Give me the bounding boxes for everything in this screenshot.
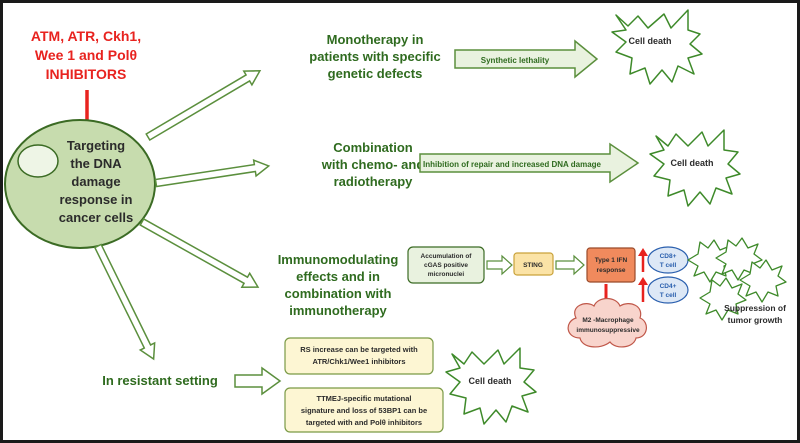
cell-line-1: Targeting: [67, 138, 125, 153]
arrow-accum-to-sting: [486, 254, 513, 276]
mono-outcome: Cell death: [628, 36, 671, 46]
resistant-outcome: Cell death: [468, 376, 511, 386]
inhibition-repair-arrow: [419, 142, 640, 184]
cell-line-3: damage: [71, 174, 120, 189]
tumor-cluster-icon: [687, 237, 787, 321]
dead-cell-mono-icon: [611, 9, 703, 85]
combo-line-1: Combination: [333, 140, 412, 155]
ifn-box: [586, 247, 636, 283]
ttmej-box-line-3: targeted with and Polθ inhibitors: [306, 418, 422, 427]
immuno-line-1: Immunomodulating: [278, 252, 399, 267]
inhibition-repair-label: Inhibition of repair and increased DNA d…: [423, 160, 602, 169]
dead-cell-resistant-icon: [445, 347, 537, 425]
macro-line-2: immunosuppressive: [576, 327, 640, 334]
ifn-line-1: Type 1 IFN: [595, 257, 628, 264]
increase-cd4-arrow-icon: [638, 277, 648, 302]
cd8-line-1: CD8+: [660, 253, 677, 260]
inhibitors-line-1: ATM, ATR, Ckh1,: [31, 28, 141, 44]
cd8-line-2: T cell: [660, 262, 677, 269]
increase-cd8-arrow-icon: [638, 248, 648, 272]
combo-line-2: with chemo- and: [321, 157, 425, 172]
mono-line-1: Monotherapy in: [327, 32, 424, 47]
accum-line-2: cGAS positive: [424, 262, 468, 269]
ttmej-box-line-1: TTMEJ-specific mutational: [316, 394, 411, 403]
accum-line-1: Accumulation of: [421, 253, 473, 260]
ttmej-box: [284, 387, 444, 433]
accumulation-box: [407, 246, 485, 284]
mono-line-3: genetic defects: [328, 66, 423, 81]
immuno-outcome-line-1: Suppression of: [724, 303, 786, 313]
arrow-to-resistant: [93, 243, 156, 361]
arrow-to-immuno: [139, 217, 260, 288]
sting-label: STING: [523, 262, 543, 269]
mono-line-2: patients with specific: [309, 49, 440, 64]
combo-line-3: radiotherapy: [334, 174, 414, 189]
rs-increase-box: [284, 337, 434, 375]
sting-box: [513, 252, 554, 276]
accum-line-3: micronuclei: [428, 271, 465, 278]
cd4-tcell-icon: [647, 276, 689, 304]
cell-line-5: cancer cells: [59, 210, 133, 225]
inhibitors-line-2: Wee 1 and Polθ: [35, 47, 137, 63]
dead-cell-combo-icon: [649, 129, 741, 207]
immuno-line-2: effects and in: [296, 269, 380, 284]
arrow-to-resistant-boxes: [234, 366, 282, 396]
rs-box-line-1: RS increase can be targeted with: [300, 345, 418, 354]
synthetic-lethality-arrow: [454, 39, 599, 79]
cell-line-2: the DNA: [70, 156, 122, 171]
resistant-label: In resistant setting: [102, 373, 218, 388]
combo-outcome: Cell death: [670, 158, 713, 168]
cd8-tcell-icon: [647, 246, 689, 274]
immuno-line-3: combination with: [285, 286, 392, 301]
cell-line-4: response in: [60, 192, 133, 207]
immuno-outcome-line-2: tumor growth: [728, 315, 783, 325]
rs-box-line-2: ATR/Chk1/Wee1 inhibitors: [312, 357, 405, 366]
arrow-to-combination: [154, 158, 271, 188]
synthetic-lethality-label: Synthetic lethality: [481, 56, 550, 65]
arrow-to-monotherapy: [145, 70, 262, 142]
immuno-line-4: immunotherapy: [289, 303, 387, 318]
cell-nucleus-icon: [17, 144, 59, 178]
macro-line-1: M2 -Macrophage: [582, 317, 634, 324]
cd4-line-2: T cell: [660, 292, 677, 299]
cd4-line-1: CD4+: [660, 283, 677, 290]
cancer-cell-icon: [4, 119, 156, 249]
macrophage-icon: [567, 297, 647, 348]
arrow-sting-to-ifn: [555, 254, 585, 276]
inhibitors-line-3: INHIBITORS: [46, 66, 127, 82]
ttmej-box-line-2: signature and loss of 53BP1 can be: [301, 406, 427, 415]
ifn-line-2: response: [597, 267, 626, 274]
